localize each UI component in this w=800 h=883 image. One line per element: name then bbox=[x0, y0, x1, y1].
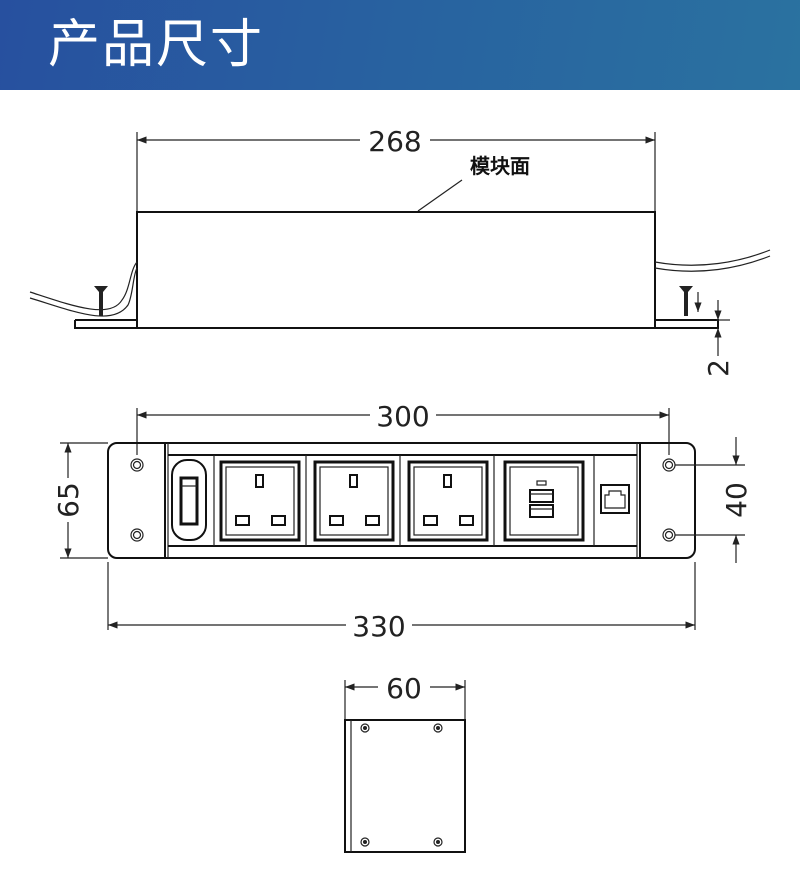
mounting-hole-icon bbox=[662, 458, 676, 472]
right-flange bbox=[655, 319, 719, 329]
panel-label: 模块面 bbox=[470, 154, 530, 178]
faceplate bbox=[107, 442, 696, 559]
uk-socket-icon bbox=[219, 460, 301, 542]
mounting-hole-icon bbox=[130, 528, 144, 542]
mounting-hole-icon bbox=[662, 528, 676, 542]
end-view: 60 bbox=[344, 672, 466, 853]
uk-socket-icon bbox=[313, 460, 395, 542]
usb-charger-icon bbox=[503, 460, 585, 542]
mounting-hole-icon bbox=[360, 723, 370, 733]
flange-2-label: 2 bbox=[702, 359, 735, 377]
mounting-hole-icon bbox=[130, 458, 144, 472]
rj45-port-icon bbox=[600, 484, 630, 514]
mounting-hole-icon bbox=[433, 837, 443, 847]
length-268-label: 268 bbox=[368, 125, 421, 158]
mounting-hole-icon bbox=[360, 837, 370, 847]
screw-icon bbox=[679, 286, 693, 316]
power-switch-icon bbox=[171, 459, 207, 541]
module-body bbox=[136, 211, 656, 329]
left-flange bbox=[74, 319, 137, 329]
screw-icon bbox=[94, 286, 108, 316]
mounting-hole-icon bbox=[433, 723, 443, 733]
end-plate bbox=[344, 719, 466, 853]
uk-socket-icon bbox=[407, 460, 489, 542]
height-65-label: 65 bbox=[52, 482, 85, 518]
length-300-label: 300 bbox=[376, 400, 429, 433]
width-60-label: 60 bbox=[386, 672, 422, 705]
hole-spacing-40-label: 40 bbox=[720, 482, 753, 518]
header-banner: 产品尺寸 bbox=[0, 0, 800, 90]
side-view: 268 模块面 2 bbox=[29, 125, 771, 377]
page-title: 产品尺寸 bbox=[48, 15, 265, 75]
front-view: 300 bbox=[52, 400, 753, 643]
length-330-label: 330 bbox=[352, 610, 405, 643]
